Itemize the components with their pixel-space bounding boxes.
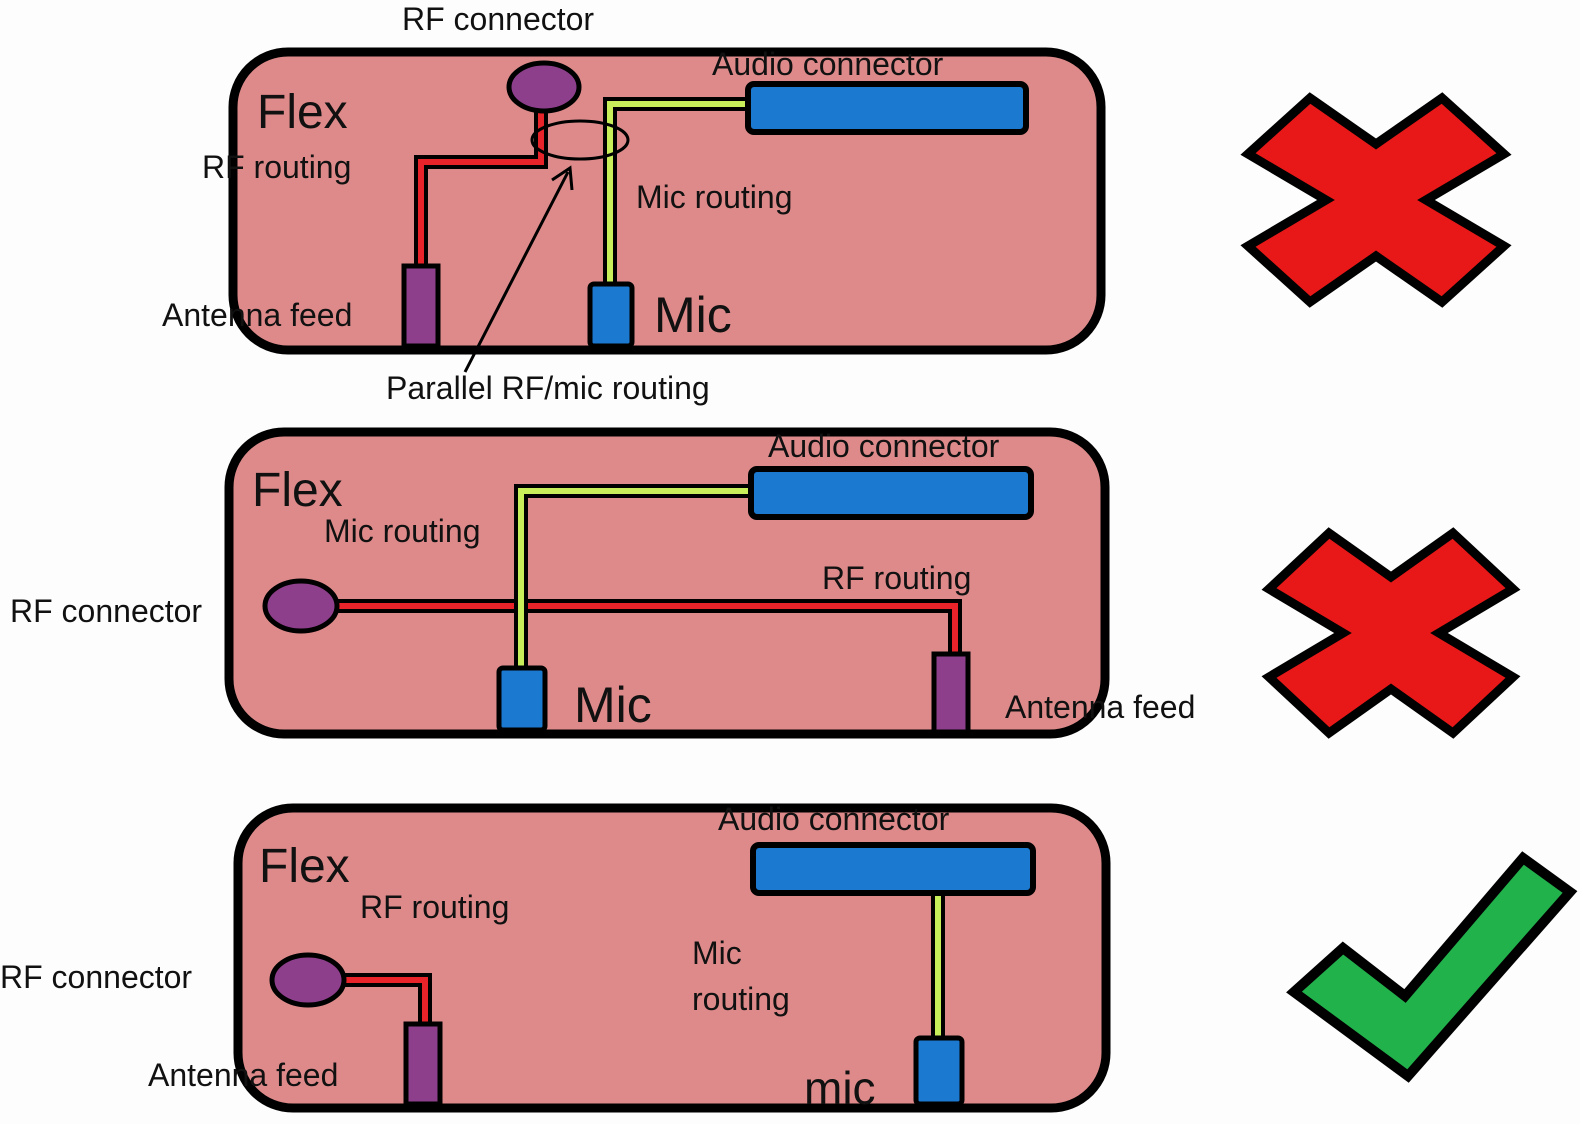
rf-routing-trace: [336, 599, 962, 656]
antenna-feed-label: Antenna feed: [162, 297, 352, 333]
mic-routing-label: Mic routing: [324, 513, 481, 549]
audio-connector: [750, 842, 1036, 896]
cross-icon: [1261, 527, 1521, 739]
mic-label: Mic: [574, 677, 652, 733]
cross-icon: [1240, 92, 1512, 308]
audio-connector-label: Audio connector: [718, 801, 950, 837]
audio-connector-label: Audio connector: [712, 46, 944, 82]
antenna-feed: [931, 651, 971, 735]
antenna-feed-label: Antenna feed: [148, 1057, 338, 1093]
antenna-feed: [401, 263, 441, 349]
rf-routing-trace: [414, 110, 548, 268]
mic-component: [496, 665, 548, 733]
callout-label: Parallel RF/mic routing: [386, 370, 710, 406]
rf-connector: [262, 578, 340, 634]
flex-label: Flex: [259, 840, 350, 893]
rf-connector: [506, 60, 582, 114]
audio-connector-label: Audio connector: [768, 428, 1000, 464]
callout-arrow: [463, 165, 574, 373]
mic-routing-trace: [603, 97, 750, 286]
mic-label: Mic: [654, 287, 732, 343]
flex-label: Flex: [257, 86, 348, 139]
checkmark-icon: [1286, 851, 1578, 1083]
mic-routing-label: Mic routing: [636, 179, 793, 215]
rf-routing-label: RF routing: [360, 889, 509, 925]
parallel-routing-highlight: [530, 119, 630, 161]
antenna-feed-label: Antenna feed: [1005, 689, 1195, 725]
rf-connector-label: RF connector: [0, 959, 192, 995]
rf-routing-trace: [340, 973, 432, 1026]
rf-routing-label: RF routing: [822, 560, 971, 596]
rf-connector-label: RF connector: [10, 593, 202, 629]
panel-1: RF connector Audio connector Flex RF rou…: [162, 1, 1512, 406]
mic-label: mic: [804, 1062, 876, 1114]
mic-routing-label-line1: Mic: [692, 935, 742, 971]
audio-connector: [748, 466, 1034, 520]
mic-component: [587, 281, 635, 349]
panel-3: Audio connector Flex RF routing RF conne…: [0, 801, 1578, 1114]
panel-2: Audio connector Flex Mic routing RF conn…: [10, 427, 1521, 739]
mic-component: [913, 1035, 965, 1107]
mic-routing-label-line2: routing: [692, 981, 790, 1017]
antenna-feed: [403, 1021, 443, 1107]
audio-connector: [745, 81, 1029, 135]
rf-connector: [269, 952, 347, 1008]
rf-routing-label: RF routing: [202, 149, 351, 185]
mic-routing-trace: [514, 484, 752, 670]
flex-label: Flex: [252, 464, 343, 517]
rf-connector-label: RF connector: [402, 1, 594, 37]
